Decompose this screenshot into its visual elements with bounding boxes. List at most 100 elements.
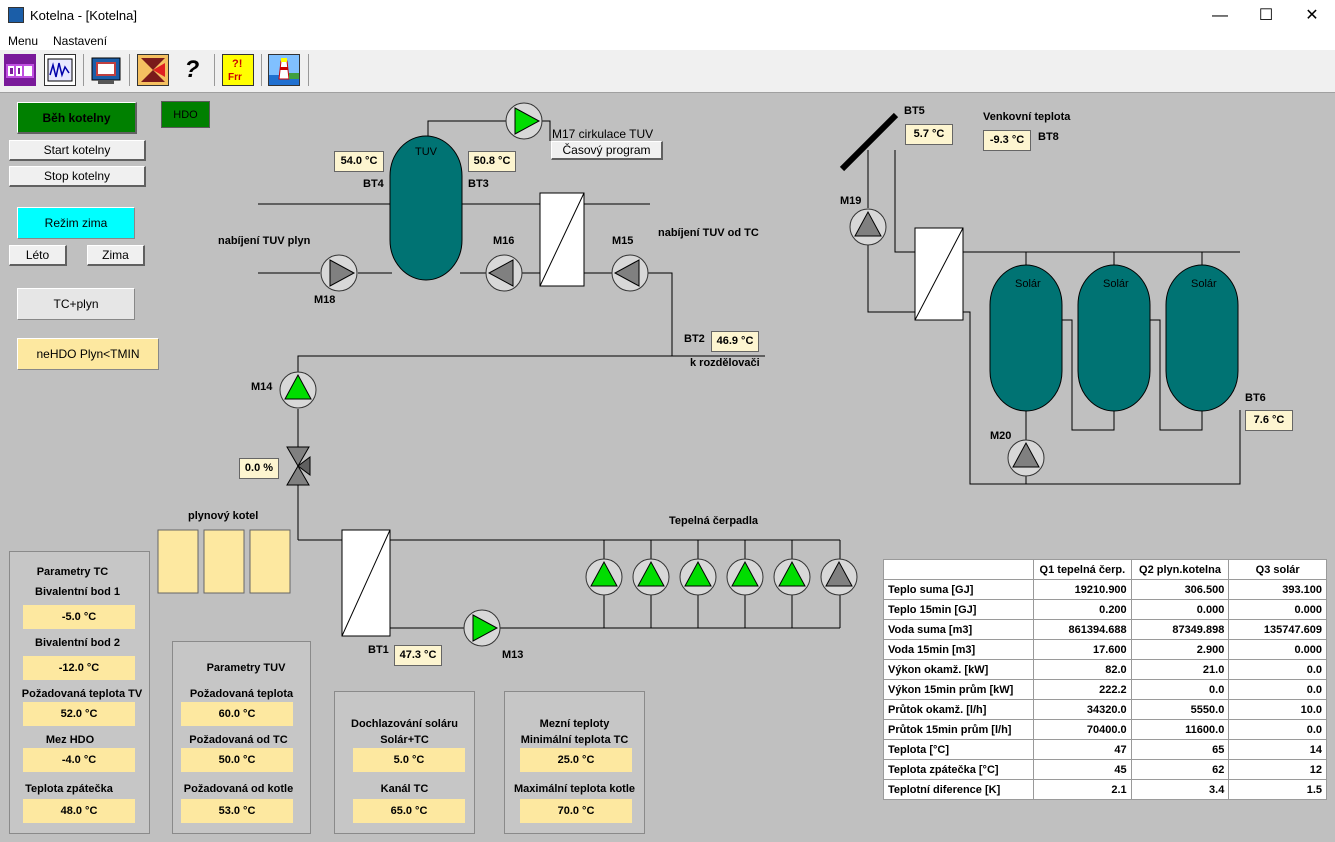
- min-teplota-tc-value[interactable]: 25.0 °C: [520, 748, 632, 772]
- bt2-value: 46.9 °C: [711, 331, 759, 352]
- leto-button[interactable]: Léto: [9, 245, 67, 266]
- row-label: Teplotní diference [K]: [882, 779, 1035, 800]
- hdo-indicator: HDO: [161, 101, 210, 128]
- tuv-pozadovana-teplota-value[interactable]: 60.0 °C: [181, 702, 293, 726]
- tuv-pozadovana-od-tc-value[interactable]: 50.0 °C: [181, 748, 293, 772]
- toolbar: ? ?!Frr: [0, 50, 1335, 93]
- nehdo-button[interactable]: neHDO Plyn<TMIN: [17, 338, 159, 370]
- cell-q1: 47: [1033, 739, 1132, 760]
- gas-boiler-2: [203, 529, 245, 594]
- pump-m17: [505, 102, 543, 140]
- m15-label: M15: [612, 235, 634, 247]
- bt4-value: 54.0 °C: [334, 151, 384, 172]
- row-label: Voda 15min [m3]: [882, 639, 1035, 660]
- cell-q1: 34320.0: [1033, 699, 1132, 720]
- param-label: Solár+TC: [380, 734, 429, 746]
- cell-q1: 45: [1033, 759, 1132, 780]
- row-label: Výkon 15min prům [kW]: [882, 679, 1035, 700]
- menu-menu[interactable]: Menu: [8, 34, 39, 48]
- toolbar-separator: [83, 54, 84, 86]
- cell-q1: 17.600: [1033, 639, 1132, 660]
- max-teplota-kotle-value[interactable]: 70.0 °C: [520, 799, 632, 823]
- menu-bar: Menu Nastavení: [0, 32, 1335, 50]
- mez-hdo-value[interactable]: -4.0 °C: [23, 748, 135, 772]
- param-label: Bivalentní bod 2: [35, 637, 120, 649]
- toolbar-separator: [129, 54, 130, 86]
- m13-label: M13: [502, 649, 524, 661]
- bt6-label: BT6: [1245, 392, 1266, 404]
- app-icon: [8, 7, 24, 23]
- kanal-tc-value[interactable]: 65.0 °C: [353, 799, 465, 823]
- rezim-zima-indicator[interactable]: Režim zima: [17, 207, 135, 239]
- valve-position-value: 0.0 %: [239, 458, 279, 479]
- alarm-icon[interactable]: ?!Frr: [222, 54, 254, 86]
- com-icon[interactable]: [4, 54, 36, 86]
- teplota-zpatecka-value[interactable]: 48.0 °C: [23, 799, 135, 823]
- tc-plyn-button[interactable]: TC+plyn: [17, 288, 135, 320]
- bt5-value: 5.7 °C: [905, 124, 953, 145]
- menu-nastaveni[interactable]: Nastavení: [53, 34, 108, 48]
- solar-tc-value[interactable]: 5.0 °C: [353, 748, 465, 772]
- zima-button[interactable]: Zima: [87, 245, 145, 266]
- beh-kotelny-indicator[interactable]: Běh kotelny: [17, 102, 137, 134]
- cell-q1: 19210.900: [1033, 579, 1132, 600]
- close-button[interactable]: ✕: [1305, 7, 1319, 24]
- start-kotelny-button[interactable]: Start kotelny: [9, 140, 146, 161]
- cell-q3: 12: [1228, 759, 1327, 780]
- table-header-cell: Q3 solár: [1228, 559, 1327, 580]
- solar-tank-2: [1077, 264, 1151, 412]
- nabijeni-tuv-tc-label: nabíjení TUV od TC: [658, 227, 759, 239]
- params-tuv-title: Parametry TUV: [206, 662, 286, 674]
- heat-pump-1: [585, 558, 623, 596]
- cell-q1: 2.1: [1033, 779, 1132, 800]
- cell-q3: 0.000: [1228, 599, 1327, 620]
- alarm-text: Frr: [228, 72, 242, 83]
- bt4-label: BT4: [363, 178, 384, 190]
- title-bar: Kotelna - [Kotelna] — ☐ ✕: [0, 0, 1335, 32]
- k-rozdelovaci-label: k rozdělovači: [690, 357, 760, 369]
- param-label: Maximální teplota kotle: [513, 783, 636, 795]
- help-icon[interactable]: ?: [184, 56, 200, 83]
- row-label: Průtok 15min prům [l/h]: [882, 719, 1035, 740]
- stop-kotelny-button[interactable]: Stop kotelny: [9, 166, 146, 187]
- cell-q2: 87349.898: [1130, 619, 1230, 640]
- cell-q3: 10.0: [1228, 699, 1327, 720]
- cell-q1: 70400.0: [1033, 719, 1132, 740]
- solar-tank-1: [989, 264, 1063, 412]
- pump-m18: [320, 254, 358, 292]
- minimize-button[interactable]: —: [1212, 7, 1228, 24]
- casovy-program-button[interactable]: Časový program: [551, 141, 663, 160]
- graph-icon[interactable]: [44, 54, 76, 86]
- tuv-pozadovana-od-kotle-value[interactable]: 53.0 °C: [181, 799, 293, 823]
- param-label: Bivalentní bod 1: [35, 586, 120, 598]
- cell-q2: 11600.0: [1130, 719, 1230, 740]
- energy-stats-table: Q1 tepelná čerp. Q2 plyn.kotelna Q3 solá…: [882, 559, 1327, 800]
- pump-m20: [1007, 439, 1045, 477]
- plynovy-kotel-label: plynový kotel: [188, 510, 259, 522]
- heat-pump-2: [632, 558, 670, 596]
- nabijeni-tuv-plyn-label: nabíjení TUV plyn: [218, 235, 311, 247]
- lighthouse-icon[interactable]: [268, 54, 300, 86]
- tuv-tank: [389, 135, 463, 281]
- cell-q1: 861394.688: [1033, 619, 1132, 640]
- bt6-value: 7.6 °C: [1245, 410, 1293, 431]
- params-solar-title: Dochlazování soláru: [351, 718, 458, 730]
- pump-m13: [463, 609, 501, 647]
- m14-label: M14: [251, 381, 273, 393]
- maximize-button[interactable]: ☐: [1258, 7, 1274, 24]
- solar-collector: [839, 112, 899, 172]
- row-label: Teplota zpátečka [°C]: [882, 759, 1035, 780]
- toolbar-separator: [261, 54, 262, 86]
- params-tc-panel: [9, 551, 150, 834]
- monitor-icon[interactable]: [90, 54, 122, 86]
- pozadovana-teplota-tv-value[interactable]: 52.0 °C: [23, 702, 135, 726]
- bivalentni-bod-2-value[interactable]: -12.0 °C: [23, 656, 135, 680]
- bivalentni-bod-1-value[interactable]: -5.0 °C: [23, 605, 135, 629]
- pump-m19: [849, 208, 887, 246]
- hourglass-icon[interactable]: [137, 54, 169, 86]
- param-label: Požadovaná teplota TV: [21, 688, 143, 700]
